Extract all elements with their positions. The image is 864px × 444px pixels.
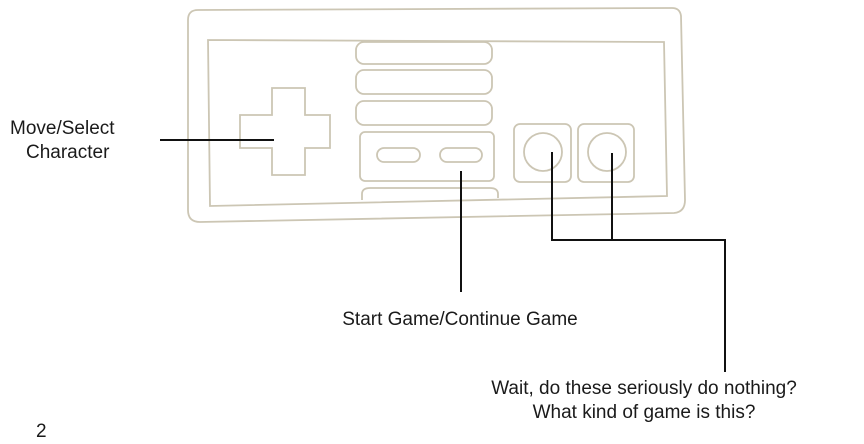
controller-outline: [187, 7, 686, 223]
start-select-panel: [359, 131, 495, 182]
dpad-label-line2: Character: [26, 142, 110, 163]
b-button-icon: [523, 132, 563, 172]
center-stripe-bottom: [361, 187, 499, 200]
dpad-label: Move/Select Character: [10, 117, 170, 165]
ab-buttons-label: Wait, do these seriously do nothing? Wha…: [424, 377, 864, 425]
dpad-icon: [239, 87, 331, 176]
b-button-housing: [513, 123, 572, 183]
center-stripe-3: [355, 100, 493, 126]
controller-body: [187, 7, 686, 223]
center-stripe-2: [355, 69, 493, 95]
leader-lines: [160, 139, 726, 372]
ab-label-line2: What kind of game is this?: [532, 402, 756, 423]
controller-face-panel: [207, 39, 668, 207]
controller-diagram: [160, 7, 726, 372]
page-number: 2: [36, 421, 47, 442]
a-button-housing: [577, 123, 635, 183]
ab-leader-line: [551, 152, 726, 372]
select-button-icon: [376, 147, 421, 163]
center-stripe-1: [355, 41, 493, 65]
start-select-label: Start Game/Continue Game: [342, 309, 578, 330]
a-button-icon: [587, 132, 627, 172]
dpad-label-line1: Move/Select: [10, 118, 115, 139]
ab-label-line1: Wait, do these seriously do nothing?: [491, 378, 797, 399]
start-button-icon: [439, 147, 483, 163]
